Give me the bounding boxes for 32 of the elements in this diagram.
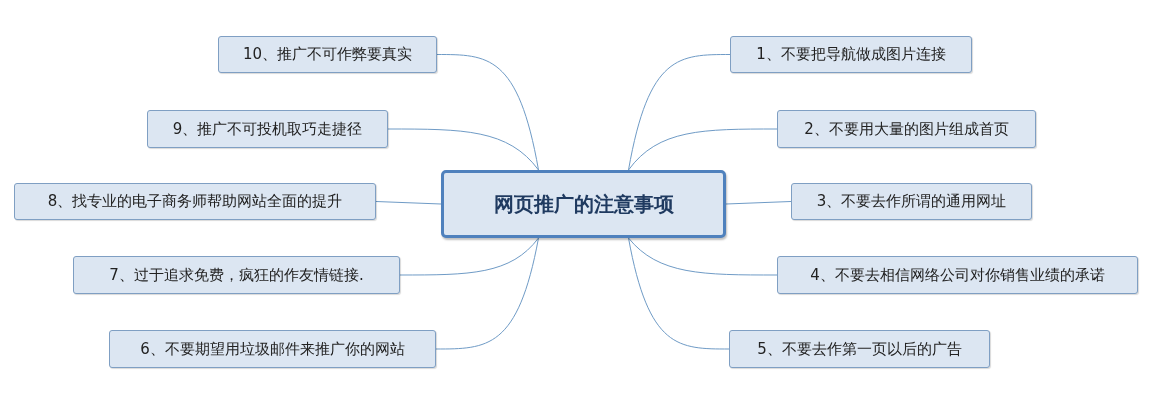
connector-line — [375, 201, 442, 205]
topic-box — [729, 330, 990, 368]
topic-box — [14, 183, 376, 220]
connector-line — [628, 237, 730, 350]
topic-text: 10、推广不可作弊要真实 — [242, 45, 413, 64]
central-topic-box — [441, 170, 726, 238]
topic-text: 2、不要用大量的图片组成首页 — [804, 119, 1009, 139]
topic-text: 5、不要去作第一页以后的广告 — [757, 339, 962, 359]
topic-box — [777, 110, 1036, 148]
topic-text: 9、推广不可投机取巧走捷径 — [172, 119, 363, 139]
topic-text: 网页推广的注意事项 — [493, 190, 674, 218]
topic-box — [218, 36, 437, 73]
connector-line — [436, 54, 539, 171]
topic-box — [73, 256, 400, 294]
topic-text: 6、不要期望用垃圾邮件来推广你的网站 — [140, 339, 405, 359]
topic-box — [730, 36, 972, 73]
connector-line — [628, 237, 778, 276]
connector-line — [628, 128, 778, 171]
topic-text: 8、找专业的电子商务师帮助网站全面的提升 — [47, 192, 343, 211]
topic-text: 3、不要去作所谓的通用网址 — [816, 192, 1007, 211]
topic-box — [791, 183, 1032, 220]
topic-text: 4、不要去相信网络公司对你销售业绩的承诺 — [810, 265, 1105, 285]
topic-text: 7、过于追求免费，疯狂的作友情链接. — [109, 265, 364, 285]
topic-box — [147, 110, 388, 148]
topic-box — [777, 256, 1138, 294]
connector-line — [435, 237, 539, 350]
connector-line — [628, 54, 731, 171]
topic-text: 1、不要把导航做成图片连接 — [756, 45, 946, 64]
connector-line — [387, 128, 539, 171]
connector-line — [399, 237, 539, 276]
connector-line — [725, 201, 792, 205]
topic-box — [109, 330, 436, 368]
